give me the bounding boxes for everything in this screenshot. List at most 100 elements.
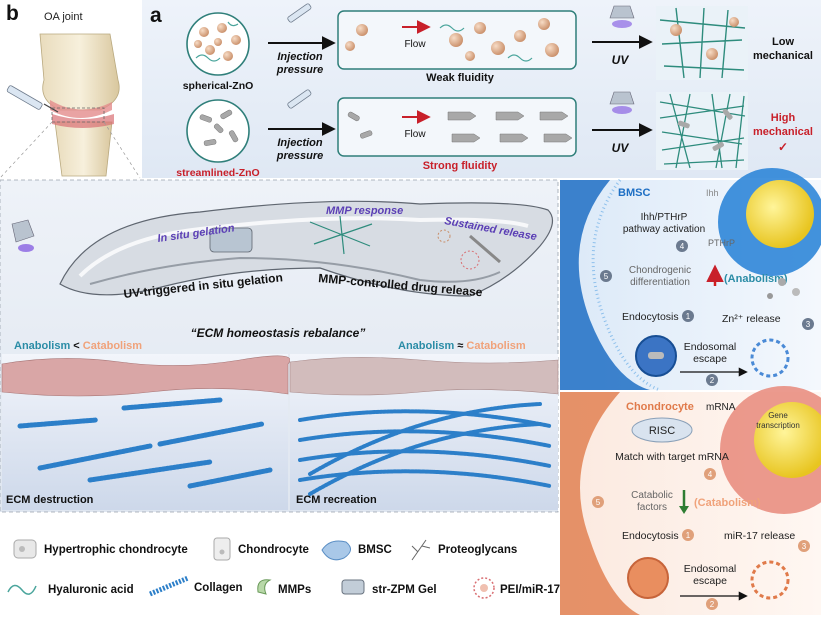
legend-background xyxy=(0,514,558,615)
streamlined-zno-label: streamlined-ZnO xyxy=(176,167,259,179)
zn-ions xyxy=(767,278,800,299)
legend-text: PEI/miR-17 xyxy=(500,584,560,596)
dense-collagen xyxy=(298,402,552,496)
step-number: 3 xyxy=(806,320,811,329)
mrna-label: mRNA xyxy=(706,402,736,413)
endocytosis-label: Endocytosis xyxy=(622,311,679,323)
strong-fluidity-label: Strong fluidity xyxy=(423,160,498,172)
joint-label: OA joint xyxy=(44,11,83,23)
legend-text: Hyaluronic acid xyxy=(48,584,134,596)
approx-text: ≈ xyxy=(454,340,466,352)
strong-flow-tube xyxy=(337,97,577,157)
ecm-destruction-label: ECM destruction xyxy=(6,494,94,506)
legend-text: Collagen xyxy=(194,582,243,594)
uv-lamp-icon xyxy=(609,5,635,28)
step-number: 5 xyxy=(596,498,601,507)
mmp-network xyxy=(309,215,373,255)
step-number: 1 xyxy=(686,312,691,321)
step-number: 3 xyxy=(802,542,807,551)
step-badge-2 xyxy=(706,598,718,610)
mmp-response-label: MMP response xyxy=(326,205,403,217)
released-particles xyxy=(437,229,501,270)
cartilage-surface-left xyxy=(1,355,291,397)
step-number: 1 xyxy=(686,531,691,540)
legend-chondrocyte: Chondrocyte xyxy=(213,537,309,561)
chondrocyte-icon xyxy=(213,537,231,561)
catabolic-line2: factors xyxy=(637,502,667,513)
endosome xyxy=(627,557,669,599)
legend-proteoglycans: Proteoglycans xyxy=(411,539,517,561)
tube-particles-1 xyxy=(345,18,559,62)
row-spherical: spherical-ZnO Injection pressure Flow We… xyxy=(183,3,813,92)
hyaluronic-acid-icon xyxy=(7,584,37,595)
syringe-icon xyxy=(287,3,312,23)
legend-gel: str-ZPM Gel xyxy=(341,579,437,596)
catabolism-text: Catabolism xyxy=(83,340,143,352)
legend-text: Chondrocyte xyxy=(238,544,309,556)
uv-lamp-icon xyxy=(609,91,635,114)
legend-mmps: MMPs xyxy=(257,579,311,596)
weak-fluidity-label: Weak fluidity xyxy=(426,72,495,84)
escape-line2: escape xyxy=(693,575,727,587)
catabolic-line1: Catabolic xyxy=(631,490,673,501)
left-balance-label: Anabolism < Catabolism xyxy=(14,340,142,352)
step-badge-5 xyxy=(592,496,604,508)
ecm-rebalance-title: “ECM homeostasis rebalance” xyxy=(191,326,366,340)
right-balance-label: Anabolism ≈ Catabolism xyxy=(398,340,526,352)
less-than-text: < xyxy=(70,340,83,352)
broken-collagen xyxy=(17,397,273,489)
panel-label-a: a xyxy=(150,4,162,27)
cartilage-surface-right xyxy=(289,357,559,396)
legend-text: Proteoglycans xyxy=(438,544,517,556)
zn-release-label: Zn²⁺ release xyxy=(722,313,781,325)
panel-b-joint: b OA joint xyxy=(0,2,141,179)
uv-lamp-icon xyxy=(11,219,35,252)
risc-label: RISC xyxy=(649,425,675,437)
legend-text: str-ZPM Gel xyxy=(372,584,437,596)
ihh-label: Ihh xyxy=(706,188,719,198)
cartilage-damage-shape xyxy=(50,100,112,118)
escape-line2: escape xyxy=(693,353,727,365)
escape-line1: Endosomal xyxy=(684,341,737,353)
uv-label: UV xyxy=(612,141,630,155)
injection-pressure-line1: Injection xyxy=(277,51,323,63)
femur-bone-shape xyxy=(39,33,120,111)
down-arrow-icon xyxy=(679,490,689,514)
match-label: Match with target mRNA xyxy=(615,451,729,463)
proteoglycan-icon xyxy=(411,539,431,561)
high-mechanical-line1: High xyxy=(771,112,796,124)
panel-label-b: b xyxy=(6,2,19,25)
legend-hyaluronic-acid: Hyaluronic acid xyxy=(7,584,134,596)
gel-block xyxy=(209,227,253,253)
zoom-box xyxy=(51,107,105,123)
syringe-icon xyxy=(287,89,312,109)
bmsc-nucleus xyxy=(746,180,814,248)
step-badge-4 xyxy=(704,468,716,480)
chondrogenic-line1: Chondrogenic xyxy=(629,265,691,276)
high-mechanical-line2: mechanical xyxy=(753,126,813,138)
legend-text: Hypertrophic chondrocyte xyxy=(44,544,188,556)
anabolism-text: Anabolism xyxy=(14,340,70,352)
pthrp-label: PTHrP xyxy=(708,238,735,248)
low-mechanical-line1: Low xyxy=(772,36,794,48)
injection-pressure-line1: Injection xyxy=(277,137,323,149)
flow-label: Flow xyxy=(404,129,426,140)
step-number: 4 xyxy=(708,470,713,479)
bmsc-title: BMSC xyxy=(618,187,650,199)
panel-a: a spherical-ZnO Injection pressure xyxy=(142,0,821,179)
gel-network-high xyxy=(659,93,746,169)
step-number: 2 xyxy=(710,600,715,609)
anabolism-label: (Anabolism) xyxy=(724,273,788,285)
burst-endosome xyxy=(750,560,790,600)
injection-pressure-line2: pressure xyxy=(276,150,323,162)
gel-icon xyxy=(341,579,365,595)
step-badge-5 xyxy=(600,270,612,282)
chondrocyte-nucleus xyxy=(754,402,821,478)
defect-channel xyxy=(59,200,554,297)
legend-bmsc: BMSC xyxy=(321,540,392,561)
legend-text: BMSC xyxy=(358,544,392,556)
bmsc-panel: BMSC Ihh PTHrP Ihh/PTHrP pathway activat… xyxy=(560,168,821,392)
pathway-line2: pathway activation xyxy=(623,224,705,235)
pei-icon xyxy=(473,577,495,599)
